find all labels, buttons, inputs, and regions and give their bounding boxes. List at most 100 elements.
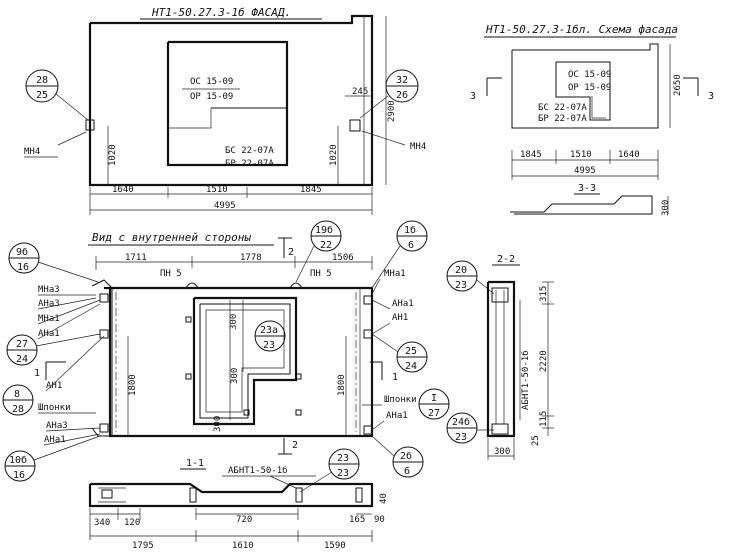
svg-text:1б: 1б xyxy=(404,224,416,236)
scheme-title: НТ1-50.27.3-1бл. Схема фасада xyxy=(485,23,678,36)
facade-title: НТ1-50.27.3-1б ФАСАД. xyxy=(151,6,291,19)
callout-8: 8 28 xyxy=(2,384,34,416)
right-label-4: Шпонки xyxy=(384,395,417,405)
facade-door-label-2: БР 22-07А xyxy=(225,159,274,169)
section11-title: 1-1 xyxy=(186,458,204,469)
svg-text:10б: 10б xyxy=(9,454,27,466)
svg-text:6: 6 xyxy=(408,240,414,251)
facade-dim-total: 4995 xyxy=(214,201,236,211)
section22-callout-top: 20 23 xyxy=(446,260,495,295)
facade-mn-left: МН4 xyxy=(24,147,40,157)
left-label-4: АНа1 xyxy=(38,329,60,339)
svg-text:16: 16 xyxy=(13,470,25,481)
svg-text:24: 24 xyxy=(16,354,28,365)
scheme-dim-height: 2650 xyxy=(673,74,683,96)
facade-dim-245: 245 xyxy=(352,87,368,97)
left-label-8: АНа1 xyxy=(44,435,66,445)
scheme-dim-seg3: 1640 xyxy=(618,150,640,160)
section11-dim-120: 120 xyxy=(124,518,140,528)
callout-1b: 1б 6 xyxy=(371,220,428,289)
scheme-section33-dim: 300 xyxy=(661,200,671,216)
scheme-window-label-2: ОР 15-09 xyxy=(568,83,611,93)
left-label-3: МНа1 xyxy=(38,314,60,324)
right-label-1: МНа1 xyxy=(384,269,406,279)
scheme-door-label-1: БС 22-07А xyxy=(538,103,587,113)
inner-cut-mark-top: 2 xyxy=(288,247,294,258)
svg-text:28: 28 xyxy=(36,75,48,86)
facade-dim-seg1: 1640 xyxy=(112,185,134,195)
inner-title: Вид с внутренней стороны xyxy=(92,231,251,244)
svg-text:23а: 23а xyxy=(260,325,278,336)
facade-dim-h-left: 1020 xyxy=(108,144,118,166)
inner-dim-v-right: 1800 xyxy=(337,374,347,396)
svg-text:24б: 24б xyxy=(452,416,470,428)
svg-text:23: 23 xyxy=(337,468,349,479)
callout-I: I 27 xyxy=(418,388,450,420)
callout-23: 23 23 xyxy=(299,448,360,493)
scheme-view: НТ1-50.27.3-1бл. Схема фасада ОС 15-09 О… xyxy=(470,23,714,216)
svg-text:22: 22 xyxy=(320,240,332,251)
section22-title: 2-2 xyxy=(497,254,515,265)
facade-dim-seg2: 1510 xyxy=(206,185,228,195)
right-label-2: АНа1 xyxy=(392,299,414,309)
svg-text:24: 24 xyxy=(405,361,417,372)
svg-text:23: 23 xyxy=(263,340,275,351)
svg-text:6: 6 xyxy=(404,466,410,477)
section22-dim-300: 300 xyxy=(494,447,510,457)
scheme-section33-title: 3-3 xyxy=(578,183,596,194)
svg-text:28: 28 xyxy=(12,404,24,415)
callout-19b: 19б 22 xyxy=(295,220,342,283)
left-label-2: АНа3 xyxy=(38,299,60,309)
left-label-6: Шпонки xyxy=(38,403,71,413)
callout-27: 27 24 xyxy=(6,333,101,366)
scheme-dim-seg2: 1510 xyxy=(570,150,592,160)
left-label-7: АНа3 xyxy=(46,421,68,431)
section11-dim-40: 40 xyxy=(379,493,389,504)
section22-dim-315: 315 xyxy=(539,286,549,302)
facade-mn-right: МН4 xyxy=(410,142,426,152)
section22-mark: АБНТ1-50-1б xyxy=(520,350,531,410)
left-label-5: АН1 xyxy=(46,381,62,391)
inner-pn-label-1: ПН 5 xyxy=(160,269,182,279)
section11-dim-340: 340 xyxy=(94,518,110,528)
svg-text:25: 25 xyxy=(36,90,48,101)
callout-2b: 2б 6 xyxy=(371,435,424,478)
svg-text:I: I xyxy=(431,393,437,404)
inner-dim-top2: 1778 xyxy=(240,253,262,263)
section-mark-1-right: 1 xyxy=(392,372,398,383)
right-label-3: АН1 xyxy=(392,313,408,323)
inner-dim-w300a: 300 xyxy=(229,314,239,330)
svg-text:2б: 2б xyxy=(400,450,412,462)
svg-text:32: 32 xyxy=(396,75,408,86)
inner-dim-w300b: 300 xyxy=(230,368,240,384)
section11-dim-1795: 1795 xyxy=(132,541,154,551)
section11-dim-1610: 1610 xyxy=(232,541,254,551)
scheme-door-label-2: БР 22-07А xyxy=(538,114,587,124)
facade-dim-h-total: 2900 xyxy=(387,100,397,122)
svg-text:25: 25 xyxy=(405,346,417,357)
svg-text:16: 16 xyxy=(17,262,29,273)
inner-view: Вид с внутренней стороны 2 1711 1778 150… xyxy=(2,220,450,493)
section-mark-2-bottom: 2 xyxy=(292,440,298,451)
svg-text:23: 23 xyxy=(455,280,467,291)
inner-dim-w300c: 300 xyxy=(213,416,223,432)
scheme-section-mark-left: 3 xyxy=(470,91,476,102)
facade-window-label-1: ОС 15-09 xyxy=(190,77,233,87)
facade-view: НТ1-50.27.3-1б ФАСАД. ОС 15-09 ОР 15-09 … xyxy=(24,6,426,215)
facade-dim-seg3: 1845 xyxy=(300,185,322,195)
inner-pn-label-2: ПН 5 xyxy=(310,269,332,279)
section22-dim-115: 115 xyxy=(539,411,549,427)
section22-dim-2220: 2220 xyxy=(539,350,549,372)
left-label-1: МНа3 xyxy=(38,285,60,295)
section22-dim-25: 25 xyxy=(531,435,541,446)
callout-9b: 9б 16 xyxy=(8,242,99,283)
section11-dim-90: 90 xyxy=(374,515,385,525)
inner-dim-v-left: 1800 xyxy=(128,374,138,396)
section-2-2: 2-2 20 23 24б 23 АБНТ1-50-1б 315 2220 xyxy=(446,254,554,460)
pn-loop-left xyxy=(185,282,199,289)
section11-mark: АБНТ1-50-1б xyxy=(228,465,288,476)
callout-25: 25 24 xyxy=(371,333,428,373)
section-1-1: 1-1 АБНТ1-50-1б 340 120 720 165 90 40 17… xyxy=(88,458,389,551)
